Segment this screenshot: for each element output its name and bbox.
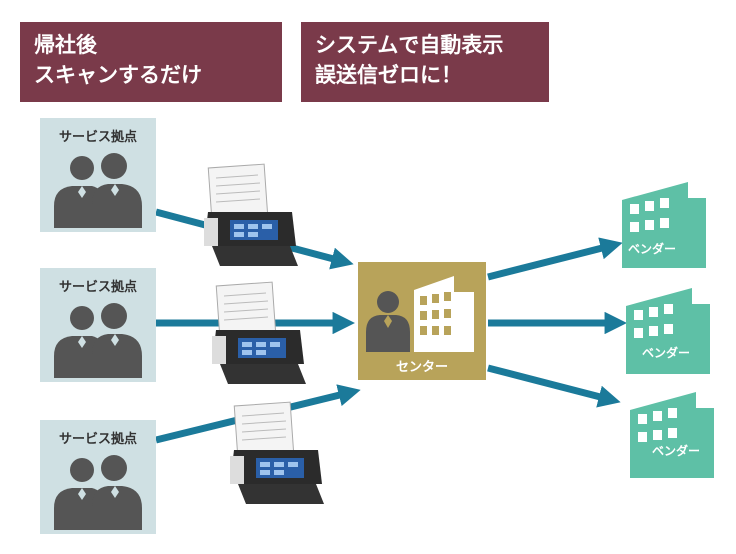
center-icon xyxy=(366,276,474,352)
scanner-icon xyxy=(212,281,306,384)
building-icon xyxy=(414,276,474,352)
vendor-label: ベンダー xyxy=(652,444,701,458)
person-pair-icon xyxy=(54,153,142,228)
site-label: サービス拠点 xyxy=(58,280,137,295)
arrow-icon xyxy=(487,237,623,281)
site-label: サービス拠点 xyxy=(58,432,137,447)
service-site-1: サービス拠点 xyxy=(40,118,156,232)
banner-auto-display: システムで自動表示 誤送信ゼロに！ xyxy=(301,22,549,102)
building-icon xyxy=(622,182,706,268)
service-site-2: サービス拠点 xyxy=(40,268,156,382)
service-site-3: サービス拠点 xyxy=(40,420,156,534)
scanner-icon xyxy=(204,163,298,266)
banner-line: 帰社後 xyxy=(34,33,97,57)
vendor-label: ベンダー xyxy=(628,242,677,256)
banner-line: システムで自動表示 xyxy=(315,33,504,57)
building-icon xyxy=(630,392,714,478)
person-icon xyxy=(366,291,410,352)
banner-line: 誤送信ゼロに！ xyxy=(315,63,462,87)
center-node: センター xyxy=(358,262,486,380)
banner-scan-on-return: 帰社後 スキャンするだけ xyxy=(20,22,282,102)
site-label: サービス拠点 xyxy=(58,130,137,145)
person-pair-icon xyxy=(54,303,142,378)
vendor-3: ベンダー xyxy=(626,388,718,480)
banner-line: スキャンするだけ xyxy=(34,63,202,87)
arrow-icon xyxy=(487,364,621,408)
building-icon xyxy=(626,288,710,374)
person-pair-icon xyxy=(54,455,142,530)
center-label: センター xyxy=(395,360,448,375)
vendor-1: ベンダー xyxy=(618,178,710,270)
vendor-label: ベンダー xyxy=(642,346,691,360)
scanner-icon xyxy=(230,401,324,504)
vendor-2: ベンダー xyxy=(622,284,714,376)
